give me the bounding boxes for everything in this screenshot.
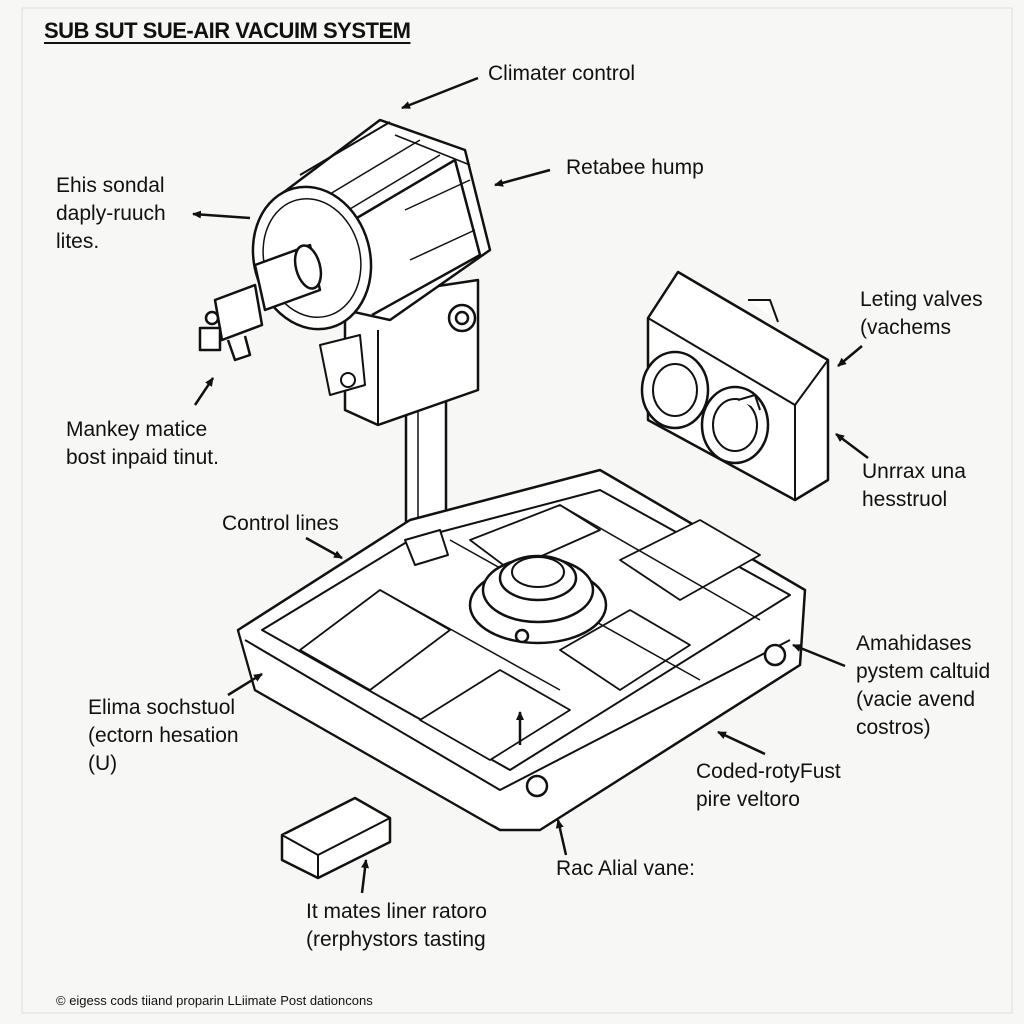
label-amahidases: Amahidases pystem caltuid (vacie avend c…	[856, 630, 990, 742]
arrow-leting-valves	[837, 345, 863, 367]
arrow-rac-alial	[555, 819, 568, 856]
label-mankey-matice-line2: bost inpaid tinut.	[66, 446, 219, 469]
label-it-mates-line2: (rerphystors tasting	[306, 928, 486, 951]
valve-box-drawing	[640, 270, 830, 502]
label-rac-alial: Rac Alial vane:	[556, 857, 695, 880]
label-unrrax: Unrrax una hesstruol	[862, 458, 966, 514]
arrow-control-lines	[305, 536, 343, 560]
label-ehis-sondal: Ehis sondal daply-ruuch lites.	[56, 172, 166, 256]
label-ehis-sondal-line3: lites.	[56, 230, 100, 253]
arrow-climate-control	[401, 76, 479, 110]
diagram-border	[21, 7, 1013, 1014]
small-block-drawing	[280, 796, 392, 880]
label-leting-valves-line1: Leting valves	[860, 288, 983, 311]
label-elima-line3: (U)	[88, 752, 118, 775]
label-amahidases-line2: pystem caltuid	[856, 660, 991, 683]
footer-credit: © eigess cods tiiand proparin LLiimate P…	[56, 993, 373, 1008]
arrow-coded-roty	[717, 730, 766, 756]
arrow-unrrax	[835, 433, 869, 459]
label-amahidases-line1: Amahidases	[856, 632, 972, 655]
label-amahidases-line3: (vacie avend	[856, 688, 976, 711]
label-it-mates-line1: It mates liner ratoro	[306, 900, 487, 923]
label-elima-line2: (ectorn hesation	[88, 724, 239, 747]
label-amahidases-line4: costros)	[856, 716, 931, 739]
arrow-elima	[227, 672, 263, 697]
label-coded-roty: Coded-rotyFust pire veltoro	[696, 758, 841, 814]
label-coded-roty-line1: Coded-rotyFust	[696, 760, 841, 783]
arrow-ehis-sondal	[192, 210, 251, 220]
arrow-retabee-hump	[494, 168, 551, 187]
label-coded-roty-line2: pire veltoro	[696, 788, 800, 811]
label-unrrax-line2: hesstruol	[862, 488, 948, 511]
arrow-mankey-matice	[193, 377, 215, 406]
label-ehis-sondal-line1: Ehis sondal	[56, 174, 165, 197]
label-retabee-hump: Retabee hump	[566, 156, 704, 179]
leader-arrows	[192, 76, 869, 894]
label-control-lines: Control lines	[222, 512, 339, 535]
label-leting-valves-line2: (vachems	[860, 316, 952, 339]
label-ehis-sondal-line2: daply-ruuch	[56, 202, 166, 225]
arrow-it-mates	[360, 859, 370, 894]
label-leting-valves: Leting valves (vachems	[860, 286, 983, 342]
label-mankey-matice-line1: Mankey matice	[66, 418, 208, 441]
label-climate-control: Climater control	[488, 62, 636, 85]
label-it-mates: It mates liner ratoro (rerphystors tasti…	[306, 898, 487, 954]
label-mankey-matice: Mankey matice bost inpaid tinut.	[66, 416, 219, 472]
pump-motor-drawing	[198, 118, 492, 532]
arrow-amahidases	[792, 643, 846, 668]
label-elima: Elima sochstuol (ectorn hesation (U)	[88, 694, 239, 778]
diagram-title: SUB SUT SUE-AIR VACUIM SYSTEM	[44, 18, 411, 43]
label-unrrax-line1: Unrrax una	[862, 460, 966, 483]
label-elima-line1: Elima sochstuol	[88, 696, 236, 719]
